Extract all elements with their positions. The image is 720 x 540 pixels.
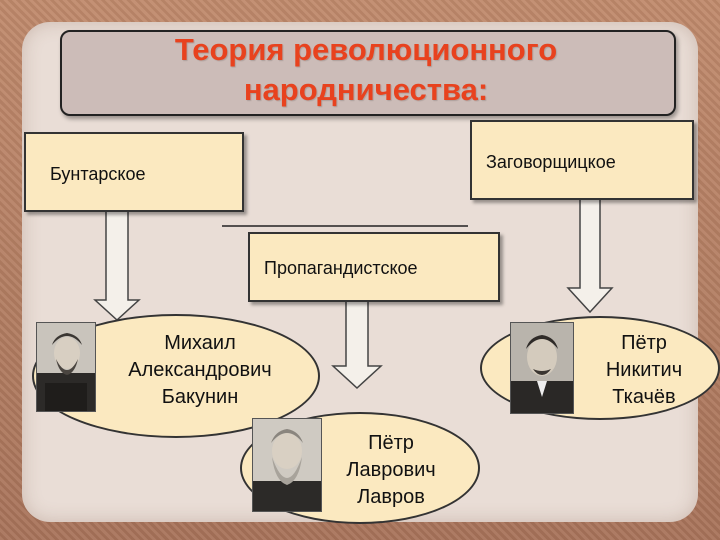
name-lavrov-line3: Лавров xyxy=(357,486,425,508)
box-propagandistskoe: Пропагандистское xyxy=(248,232,500,302)
name-tkachev-line3: Ткачёв xyxy=(612,386,676,408)
arrow-buntarskoe xyxy=(93,209,141,322)
portrait-bakunin-image xyxy=(37,323,95,411)
portrait-tkachev-image xyxy=(511,323,573,413)
label-buntarskoe: Бунтарское xyxy=(50,164,146,184)
portrait-lavrov xyxy=(252,418,322,512)
name-lavrov-line2: Лаврович xyxy=(346,459,436,481)
title-line-2: народничества: xyxy=(243,72,489,107)
arrow-propagandistskoe xyxy=(331,299,383,390)
box-zagovorshchitskoe: Заговорщицкое xyxy=(470,120,694,200)
name-lavrov-line1: Пётр xyxy=(368,432,414,454)
name-lavrov: Пётр Лаврович Лавров xyxy=(326,430,456,511)
name-tkachev-line1: Пётр xyxy=(621,332,667,354)
title-line-1: Теория революционного xyxy=(174,32,558,67)
portrait-tkachev xyxy=(510,322,574,414)
name-bakunin: Михаил Александрович Бакунин xyxy=(100,330,300,411)
box-buntarskoe: Бунтарское xyxy=(24,132,244,212)
slide-title: Теория революционного народничества: xyxy=(60,30,672,112)
portrait-lavrov-image xyxy=(253,419,321,511)
name-bakunin-line1: Михаил xyxy=(164,332,236,354)
portrait-bakunin xyxy=(36,322,96,412)
title-box xyxy=(60,30,676,116)
name-bakunin-line3: Бакунин xyxy=(161,386,239,408)
label-propagandistskoe: Пропагандистское xyxy=(264,258,418,278)
name-tkachev-line2: Никитич xyxy=(605,359,683,381)
name-bakunin-line2: Александрович xyxy=(128,359,272,381)
label-zagovorshchitskoe: Заговорщицкое xyxy=(486,152,616,172)
name-tkachev: Пётр Никитич Ткачёв xyxy=(584,330,704,411)
arrow-zagovorshchitskoe xyxy=(566,194,614,314)
